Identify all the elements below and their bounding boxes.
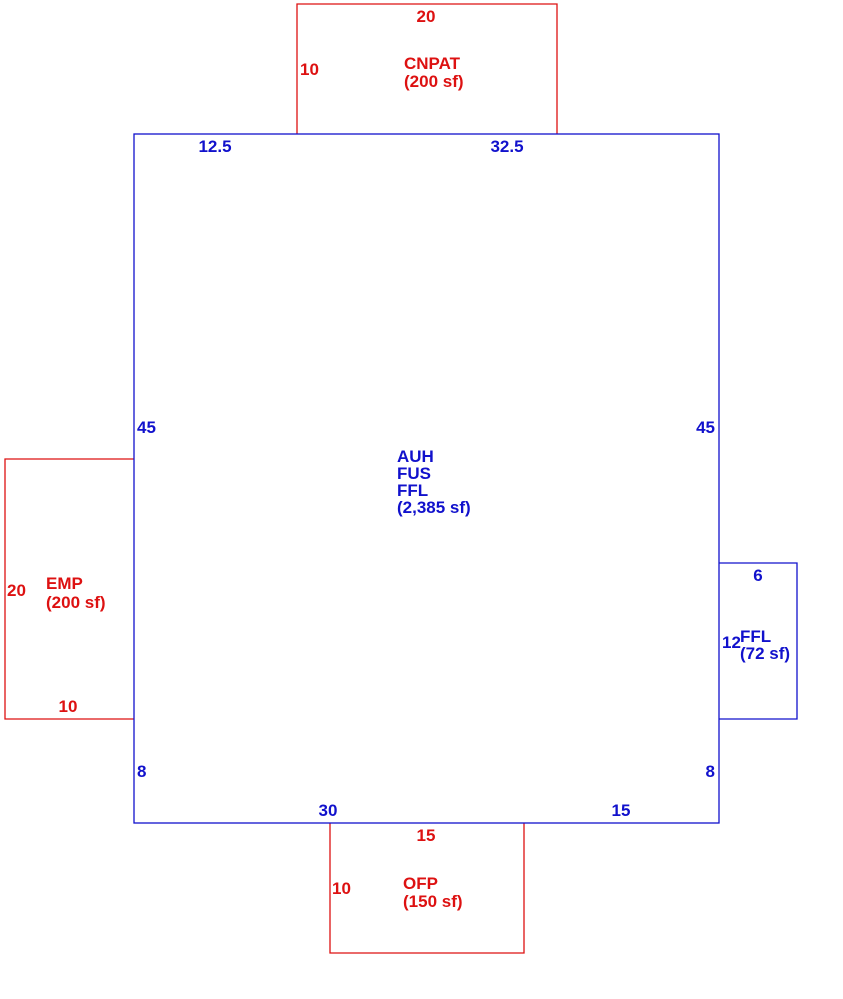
main-code-1: AUH <box>397 447 434 466</box>
ffl-dim-top: 6 <box>753 566 762 585</box>
ffl-code: FFL <box>740 627 771 646</box>
ffl-addition-outline <box>719 562 798 720</box>
main-dim-top-right: 32.5 <box>490 137 523 156</box>
ofp-section: 15 10 OFP (150 sf) <box>329 823 525 954</box>
ofp-area: (150 sf) <box>403 892 463 911</box>
main-code-2: FUS <box>397 464 431 483</box>
emp-code: EMP <box>46 574 83 593</box>
emp-dim-bottom: 10 <box>59 697 78 716</box>
main-area-outline <box>133 133 720 824</box>
ffl-area: (72 sf) <box>740 644 790 663</box>
main-dim-bottom-left: 30 <box>319 801 338 820</box>
emp-outline <box>4 458 134 720</box>
main-dim-top-left: 12.5 <box>198 137 231 156</box>
cnpat-dim-left: 10 <box>300 60 319 79</box>
ofp-outline <box>329 823 525 954</box>
cnpat-code: CNPAT <box>404 54 461 73</box>
main-dim-bottom-right: 15 <box>612 801 631 820</box>
main-code-3: FFL <box>397 481 428 500</box>
main-area-sf: (2,385 sf) <box>397 498 471 517</box>
ofp-dim-top: 15 <box>417 826 436 845</box>
cnpat-area: (200 sf) <box>404 72 464 91</box>
main-area-section: 12.5 32.5 45 45 8 8 30 15 AUH FUS FFL (2… <box>133 133 720 824</box>
emp-area: (200 sf) <box>46 593 106 612</box>
main-dim-left-lower: 8 <box>137 762 146 781</box>
main-dim-left-upper: 45 <box>137 418 156 437</box>
main-dim-right-lower: 8 <box>706 762 715 781</box>
ofp-dim-left: 10 <box>332 879 351 898</box>
ffl-addition-section: 6 12 FFL (72 sf) <box>719 562 798 720</box>
ofp-code: OFP <box>403 874 438 893</box>
ffl-dim-left: 12 <box>722 633 741 652</box>
emp-dim-left: 20 <box>7 581 26 600</box>
cnpat-section: 20 10 CNPAT (200 sf) <box>296 3 558 134</box>
cnpat-dim-top: 20 <box>417 7 436 26</box>
main-dim-right-upper: 45 <box>696 418 715 437</box>
emp-section: 20 10 EMP (200 sf) <box>4 458 134 720</box>
cnpat-outline <box>296 3 558 134</box>
